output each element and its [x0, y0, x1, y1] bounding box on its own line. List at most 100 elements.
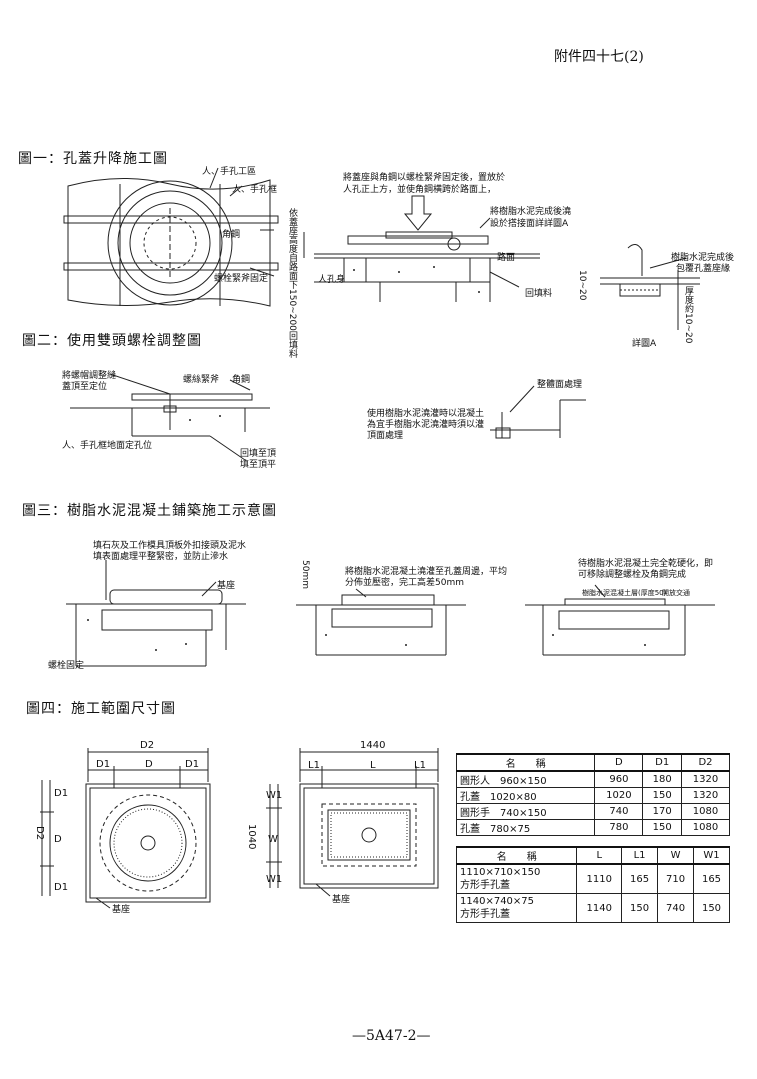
table-cell: 1080	[680, 803, 731, 820]
spec-table-rectangular: 名 稱 L L1 W W1 1110×710×150 方形手孔蓋 1110 165…	[455, 846, 730, 923]
fig1-note-top-2: 人孔正上方，並使角鋼横跨於路面上，	[343, 185, 497, 195]
table-cell: 1110×710×150 方形手孔蓋	[455, 863, 578, 894]
fig1-label-manhole-body: 人孔身	[318, 275, 346, 285]
fig3-note3-2: 可移除調整螺栓及角鋼完成	[578, 570, 687, 580]
table-row: 孔蓋 1020×80 1020 150 1320	[455, 787, 731, 804]
table-cell-type: 方形手孔蓋	[460, 880, 510, 891]
fig1-note-top-1: 將蓋座與角鋼以螺栓緊斧固定後，置放於	[343, 173, 506, 183]
table-cell: 780	[594, 819, 644, 836]
fig2-label-backfill-2: 填至頂平	[240, 460, 277, 470]
table-header-cell: D	[594, 753, 644, 772]
fig1-section-view	[304, 192, 559, 317]
table-header-row: 名 稱 D D1 D2	[455, 753, 731, 772]
fig3-label-base: 基座	[217, 581, 236, 591]
table-cell: 740	[657, 893, 695, 923]
table-cell: 150	[642, 819, 682, 836]
spec-table-circular: 名 稱 D D1 D2 圓形人 960×150 960 180 1320 孔蓋 …	[455, 753, 731, 836]
fig2-label-frame-hole: 人、手孔框地面定孔位	[62, 441, 153, 451]
fig4-mid-dim-top: 1440	[360, 740, 386, 751]
table-cell-type: 方形手孔蓋	[460, 909, 510, 920]
fig1-detail-note-1: 樹脂水泥完成後	[671, 253, 735, 263]
fig4-left-dim-d1b: D1	[185, 759, 200, 770]
fig1-plan-view	[60, 168, 290, 313]
table-cell: 1020	[594, 787, 644, 804]
fig1-detail-note-2: 包覆孔蓋座緣	[676, 264, 731, 274]
fig3-note1-1: 填石灰及工作模具頂板外扣接頭及泥水	[93, 541, 247, 551]
table-cell: 165	[621, 863, 659, 894]
fig2-label-bolt-tight: 螺絲緊斧	[183, 375, 220, 385]
fig2-label-backfill-1: 回填至頂	[240, 449, 277, 459]
fig2-label-bolt-adjust-2: 蓋頂至定位	[62, 382, 108, 392]
table-cell-size: 1110×710×150	[460, 867, 541, 878]
fig2-title: 圖二：使用雙頭螺栓調整圖	[22, 333, 202, 349]
fig4-mid-dim-l: L	[370, 760, 376, 771]
fig4-mid-dim-w: W	[268, 834, 278, 845]
table-cell: 150	[693, 893, 730, 923]
fig4-mid-base: 基座	[332, 895, 351, 905]
table-cell: 1320	[680, 770, 731, 788]
table-cell: 1080	[680, 819, 731, 836]
table-header-row: 名 稱 L L1 W W1	[455, 846, 730, 865]
fig4-title: 圖四：施工範圍尺寸圖	[26, 701, 176, 717]
table-header-cell: W1	[693, 846, 730, 865]
fig1-label-bolt-fix: 螺栓緊斧固定	[214, 274, 269, 284]
fig3-note2-2: 分佈並壓密，完工高差50mm	[345, 578, 464, 588]
table-row: 圓形手 740×150 740 170 1080	[455, 803, 731, 820]
fig1-label-angle-steel: 角鋼	[222, 230, 241, 240]
table-header-cell: L1	[621, 846, 659, 865]
fig1-resin-fill-2: 設於搭接面詳詳圖A	[490, 219, 569, 229]
table-cell: 1140×740×75 方形手孔蓋	[455, 893, 578, 923]
fig2-resin-note-2: 為宜手樹脂水泥澆灌時須以灌	[367, 420, 485, 430]
table-header-cell: D2	[680, 753, 731, 772]
fig4-left-dim-d1-side-a: D1	[54, 788, 69, 799]
fig4-left-dim-top: D2	[140, 740, 155, 751]
table-cell: 1140	[576, 893, 623, 923]
fig3-title: 圖三：樹脂水泥混凝土鋪築施工示意圖	[22, 503, 277, 519]
fig4-left-dim-d1-side-b: D1	[54, 882, 69, 893]
page-number: —5A47-2—	[352, 1028, 431, 1044]
fig4-mid-dim-w1a: W1	[266, 790, 283, 801]
fig3-note2-1: 將樹脂水泥混凝土澆灌至孔蓋周邊，平均	[345, 567, 508, 577]
table-cell: 1320	[680, 787, 731, 804]
table-cell: 170	[642, 803, 682, 820]
table-cell: 180	[642, 770, 682, 788]
fig2-resin-note-1: 使用樹脂水泥澆灌時以混凝土	[367, 409, 485, 419]
fig1-dim-b: 厚度約10~20	[683, 286, 693, 344]
fig3-step1-section	[66, 560, 246, 670]
table-row: 孔蓋 780×75 780 150 1080	[455, 819, 731, 836]
table-cell: 710	[657, 863, 695, 894]
fig1-dim-a: 10~20	[577, 270, 587, 301]
fig4-mid-dim-l1b: L1	[414, 760, 426, 771]
fig4-left-dim-side: D2	[34, 826, 45, 841]
fig1-vertical-note: 依蓋座高度自路面下150~200回填料	[287, 208, 297, 358]
table-header-cell: 名 稱	[455, 753, 596, 772]
fig2-screed-section	[490, 382, 590, 452]
table-cell: 960	[594, 770, 644, 788]
fig1-title: 圖一：孔蓋升降施工圖	[18, 151, 168, 167]
fig4-mid-dim-side: 1040	[246, 824, 257, 850]
table-cell: 孔蓋 1020×80	[455, 787, 596, 804]
fig1-detail-a-label: 詳圖A	[632, 339, 657, 349]
fig4-left-base: 基座	[112, 905, 131, 915]
table-cell-size: 1140×740×75	[460, 896, 535, 907]
fig3-step2-section	[296, 585, 466, 670]
fig3-note3-3: 樹脂水泥混凝土層(厚度50)	[582, 589, 667, 597]
table-header-cell: W	[657, 846, 695, 865]
fig1-label-backfill: 回填料	[525, 289, 553, 299]
fig2-label-bolt-adjust-1: 將螺帽調整縫	[62, 371, 117, 381]
fig3-step3-section	[525, 585, 715, 670]
fig4-left-dim-d: D	[145, 759, 153, 770]
annex-number: 附件四十七(2)	[554, 49, 644, 65]
table-header-cell: D1	[642, 753, 682, 772]
table-cell: 1110	[576, 863, 623, 894]
fig3-note3-4: 開放交通	[662, 589, 690, 597]
table-header-cell: L	[576, 846, 623, 865]
fig3-note3-1: 待樹脂水泥混凝土完全乾硬化，即	[578, 559, 714, 569]
fig4-left-dim-d-side: D	[54, 834, 62, 845]
table-row: 圓形人 960×150 960 180 1320	[455, 770, 731, 788]
fig3-label-bolt-fix: 螺栓固定	[48, 661, 85, 671]
table-cell: 740	[594, 803, 644, 820]
fig3-dim-50: 50mm	[300, 560, 310, 589]
fig2-bolt-section	[70, 370, 270, 470]
